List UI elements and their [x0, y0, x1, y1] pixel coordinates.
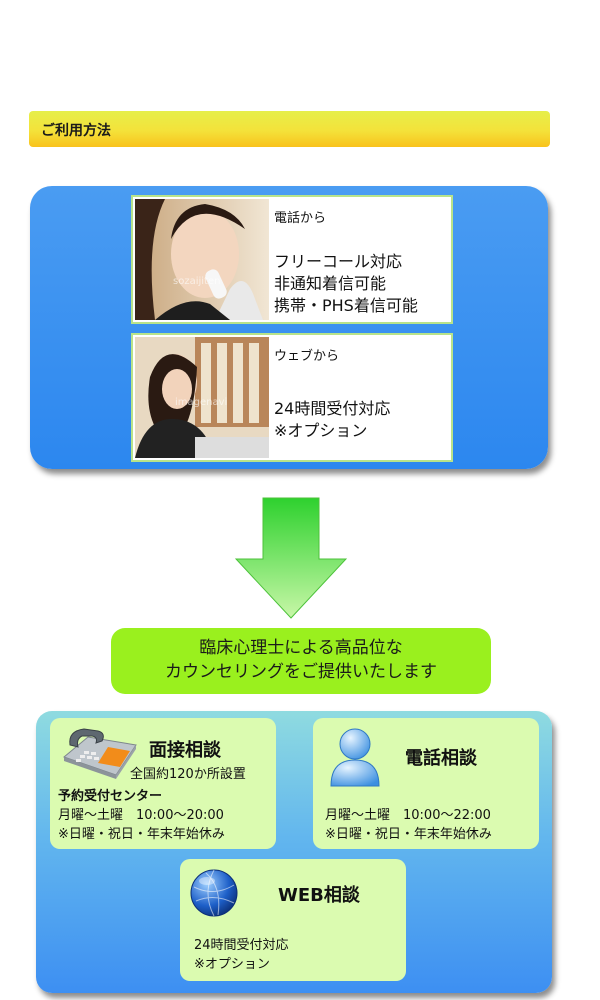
banner-line: カウンセリングをご提供いたします — [165, 662, 437, 682]
photo-watermark: sozaijiten — [173, 276, 220, 287]
web-consultation-title: WEB相談 — [278, 885, 360, 906]
web-consultation-card: WEB相談 24時間受付対応 ※オプション — [180, 859, 406, 981]
reservation-center-label: 予約受付センター — [58, 789, 163, 804]
feature-line: フリーコール対応 — [274, 252, 403, 271]
phone-consultation-title: 電話相談 — [405, 748, 477, 769]
feature-line: 24時間受付対応 — [274, 399, 391, 418]
phone-method-card: sozaijiten 電話から フリーコール対応 非通知着信可能 携帯・PHS着… — [131, 195, 453, 324]
feature-line: 携帯・PHS着信可能 — [274, 296, 418, 315]
globe-icon — [188, 867, 240, 923]
feature-line: ※オプション — [274, 421, 368, 440]
phone-closed: ※日曜・祝日・年末年始休み — [325, 827, 492, 842]
down-arrow-icon — [234, 497, 348, 623]
phone-method-title: 電話から — [274, 211, 327, 226]
photo-watermark: imagenavi — [175, 397, 227, 408]
in-person-closed: ※日曜・祝日・年末年始休み — [58, 827, 225, 842]
web-method-title: ウェブから — [274, 349, 340, 364]
web-user-photo: imagenavi — [135, 337, 269, 458]
in-person-consultation-card: 面接相談 全国約120か所設置 予約受付センター 月曜～土曜 10:00～20:… — [50, 718, 276, 849]
locations-count: 全国約120か所設置 — [130, 767, 246, 782]
phone-hours: 月曜～土曜 10:00～22:00 — [325, 808, 491, 823]
phone-consultation-card: 電話相談 月曜～土曜 10:00～22:00 ※日曜・祝日・年末年始休み — [313, 718, 539, 849]
section-header-bar: ご利用方法 — [29, 111, 550, 147]
web-method-features: 24時間受付対応 ※オプション — [274, 398, 390, 442]
phone-method-features: フリーコール対応 非通知着信可能 携帯・PHS着信可能 — [274, 251, 418, 317]
person-icon — [329, 726, 381, 792]
web-option-note: ※オプション — [194, 957, 270, 972]
feature-line: 非通知着信可能 — [274, 274, 387, 293]
web-availability: 24時間受付対応 — [194, 938, 289, 953]
web-method-card: imagenavi ウェブから 24時間受付対応 ※オプション — [131, 333, 453, 462]
in-person-hours: 月曜～土曜 10:00～20:00 — [58, 808, 224, 823]
contact-methods-panel: sozaijiten 電話から フリーコール対応 非通知着信可能 携帯・PHS着… — [30, 186, 548, 469]
section-title: ご利用方法 — [41, 123, 111, 139]
telephone-icon — [58, 723, 140, 785]
services-panel: 面接相談 全国約120か所設置 予約受付センター 月曜～土曜 10:00～20:… — [36, 711, 552, 993]
phone-operator-photo: sozaijiten — [135, 199, 269, 320]
counseling-banner: 臨床心理士による高品位な カウンセリングをご提供いたします — [111, 628, 491, 694]
banner-line: 臨床心理士による高品位な — [199, 638, 403, 658]
in-person-title: 面接相談 — [149, 740, 221, 761]
